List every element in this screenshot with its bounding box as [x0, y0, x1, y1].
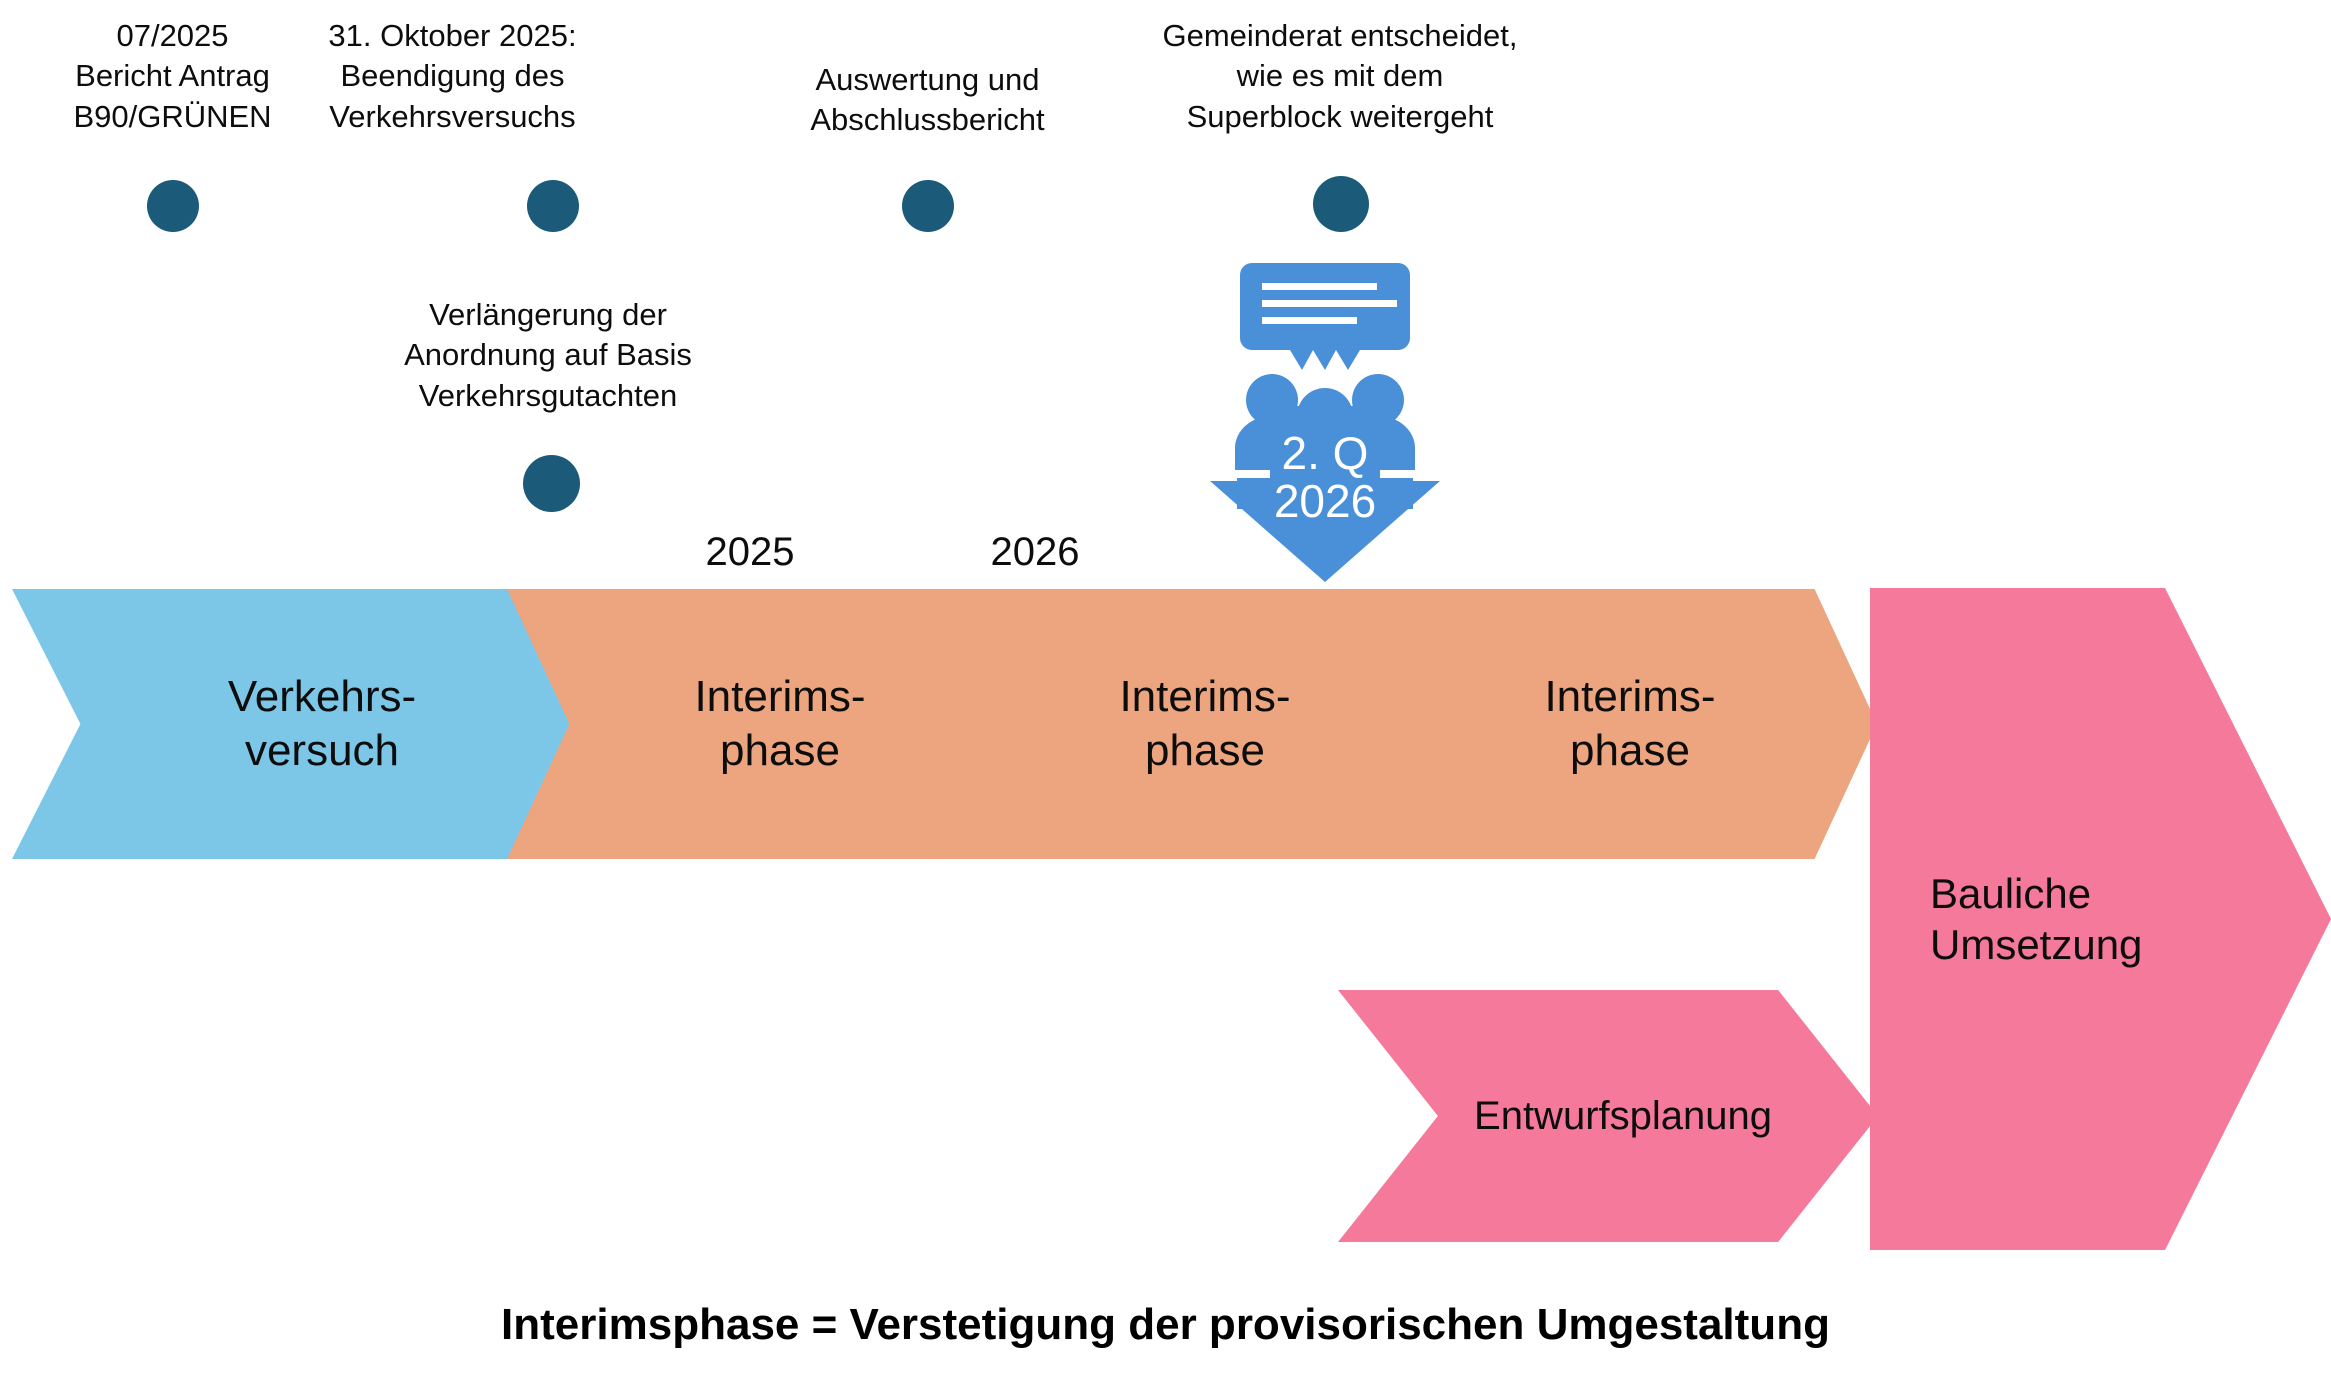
secondary-milestone-label-1: Verlängerung der Anordnung auf Basis Ver… [404, 297, 692, 413]
decision-quarter-arrow: 2. Q 2026 [1205, 406, 1445, 586]
decision-quarter-line1: 2. Q [1281, 427, 1369, 479]
footer-caption: Interimsphase = Verstetigung der proviso… [501, 1300, 1830, 1349]
phase-chevron-verkehrsversuch[interactable]: Verkehrs- versuch [12, 589, 592, 859]
secondary-milestone-dot-1 [523, 455, 580, 512]
milestone-label-3: Auswertung und Abschlussbericht [810, 62, 1045, 138]
year-label-2026: 2026 [990, 530, 1080, 574]
milestone-label-2: 31. Oktober 2025: Beendigung des Verkehr… [328, 18, 577, 134]
construction-arrow-bauliche-umsetzung[interactable]: Bauliche Umsetzung [1870, 588, 2331, 1250]
phase-label-4: Interims- phase [1544, 672, 1716, 775]
phase-label-1: Verkehrs- versuch [227, 672, 417, 775]
year-label-2025: 2025 [705, 530, 795, 574]
decision-quarter-line2: 2026 [1273, 474, 1377, 527]
milestone-label-1: 07/2025 Bericht Antrag B90/GRÜNEN [73, 18, 272, 134]
phase-label-3: Interims- phase [1119, 672, 1291, 775]
planning-label: Entwurfsplanung [1474, 1093, 1772, 1138]
speech-bubble-icon [1240, 263, 1410, 370]
decision-quarter-label: 2. Q 2026 [1205, 427, 1445, 527]
planning-chevron-entwurfsplanung[interactable]: Entwurfsplanung [1338, 990, 1878, 1242]
phase-chevron-interim-1[interactable]: Interims- phase [507, 589, 1027, 859]
phase-chevron-interim-3[interactable]: Interims- phase [1357, 589, 1877, 859]
milestone-dot-1 [147, 180, 199, 232]
milestone-dot-4 [1313, 176, 1369, 232]
phase-label-2: Interims- phase [694, 672, 866, 775]
milestone-dot-2 [527, 180, 579, 232]
construction-label: Bauliche Umsetzung [1930, 869, 2143, 968]
phase-chevron-interim-2[interactable]: Interims- phase [932, 589, 1452, 859]
milestone-label-4: Gemeinderat entscheidet, wie es mit dem … [1162, 18, 1518, 134]
milestone-dot-3 [902, 180, 954, 232]
